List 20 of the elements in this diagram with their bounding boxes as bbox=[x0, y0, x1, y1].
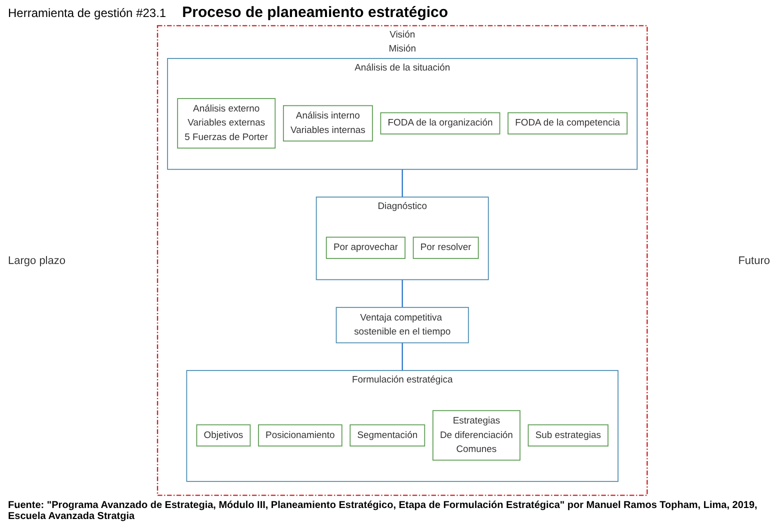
node-box: Estrategias De diferenciación Comunes bbox=[432, 410, 520, 461]
node-box: Sub estrategias bbox=[527, 424, 608, 446]
node-box: Análisis externo Variables externas 5 Fuerzas de Porter bbox=[176, 98, 276, 149]
tool-number: Herramienta de gestión #23.1 bbox=[8, 6, 166, 20]
connector bbox=[401, 280, 402, 308]
node-box: Análisis interno Variables internas bbox=[282, 105, 372, 142]
node-box: Posicionamiento bbox=[258, 424, 342, 446]
node-box: Objetivos bbox=[196, 424, 250, 446]
connector bbox=[401, 342, 402, 371]
node-box: FODA de la competencia bbox=[507, 112, 628, 134]
node-box: Por resolver bbox=[412, 236, 478, 259]
node-box: Segmentación bbox=[349, 424, 425, 446]
node-box: Ventaja competitiva sostenible en el tiempo bbox=[335, 306, 468, 344]
source-caption: Fuente: "Programa Avanzado de Estrategia, Módulo III, Planeamiento Estratégico, Etapa de Formulación Estratégica" por Manuel Ramos Topham, Lima, 2019, Escuela Avanzada Stratgia bbox=[8, 500, 758, 522]
node-box: FODA de la organización bbox=[380, 112, 500, 134]
side-label: Futuro bbox=[738, 254, 770, 266]
diagram-title: Proceso de planeamiento estratégico bbox=[182, 4, 448, 21]
node-box: Por aprovechar bbox=[325, 236, 405, 259]
connector bbox=[401, 169, 402, 198]
side-label: Largo plazo bbox=[8, 254, 66, 266]
